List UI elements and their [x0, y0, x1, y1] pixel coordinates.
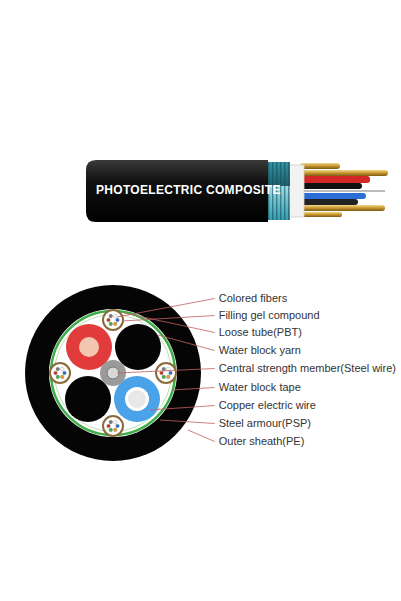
part-label: Colored fibers: [219, 292, 287, 305]
part-label: Steel armour(PSP): [219, 417, 311, 430]
part-label: Copper electric wire: [219, 399, 316, 412]
part-label: Water block tape: [219, 381, 301, 394]
part-label: Outer sheath(PE): [219, 435, 305, 448]
part-label: Filling gel compound: [219, 309, 320, 322]
part-label: Loose tube(PBT): [219, 326, 302, 339]
cable-print: PHOTOELECTRIC COMPOSITE: [96, 183, 281, 198]
part-label: Central strength member(Steel wire): [219, 362, 396, 375]
part-label: Water block yarn: [219, 344, 301, 357]
